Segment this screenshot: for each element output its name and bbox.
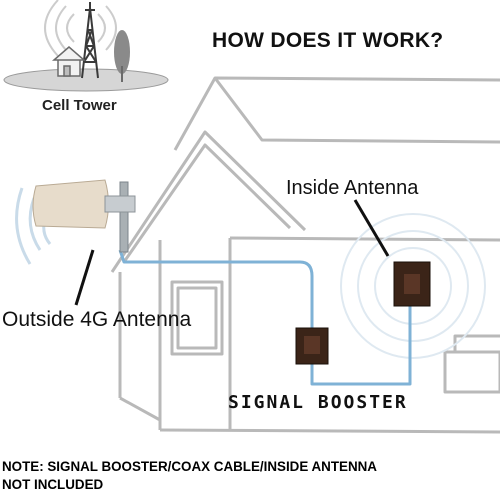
small-house-icon bbox=[51, 46, 87, 77]
inside-signal-waves bbox=[340, 213, 486, 359]
outside-antenna-label: Outside 4G Antenna bbox=[2, 308, 192, 331]
inside-antenna-pointer bbox=[353, 199, 390, 257]
house-outline bbox=[110, 76, 500, 434]
inside-antenna-icon bbox=[393, 261, 431, 307]
cell-tower-label: Cell Tower bbox=[42, 97, 117, 114]
outside-antenna-icon bbox=[32, 179, 136, 253]
cell-tower-icon bbox=[81, 2, 99, 79]
note-line-2: NOT INCLUDED bbox=[2, 477, 104, 492]
note-line-1: NOTE: SIGNAL BOOSTER/COAX CABLE/INSIDE A… bbox=[2, 459, 377, 474]
tower-signal-waves bbox=[44, 0, 117, 57]
note-text: NOTE: SIGNAL BOOSTER/COAX CABLE/INSIDE A… bbox=[2, 458, 498, 494]
signal-booster-label: SIGNAL BOOSTER bbox=[228, 392, 408, 413]
inside-antenna-label: Inside Antenna bbox=[286, 177, 419, 199]
signal-booster-icon bbox=[295, 327, 329, 365]
coax-cable bbox=[118, 249, 412, 386]
tree-icon bbox=[114, 30, 130, 82]
page-title: HOW DOES IT WORK? bbox=[212, 29, 444, 52]
tower-ground bbox=[3, 68, 169, 92]
outside-antenna-pointer bbox=[74, 249, 95, 306]
